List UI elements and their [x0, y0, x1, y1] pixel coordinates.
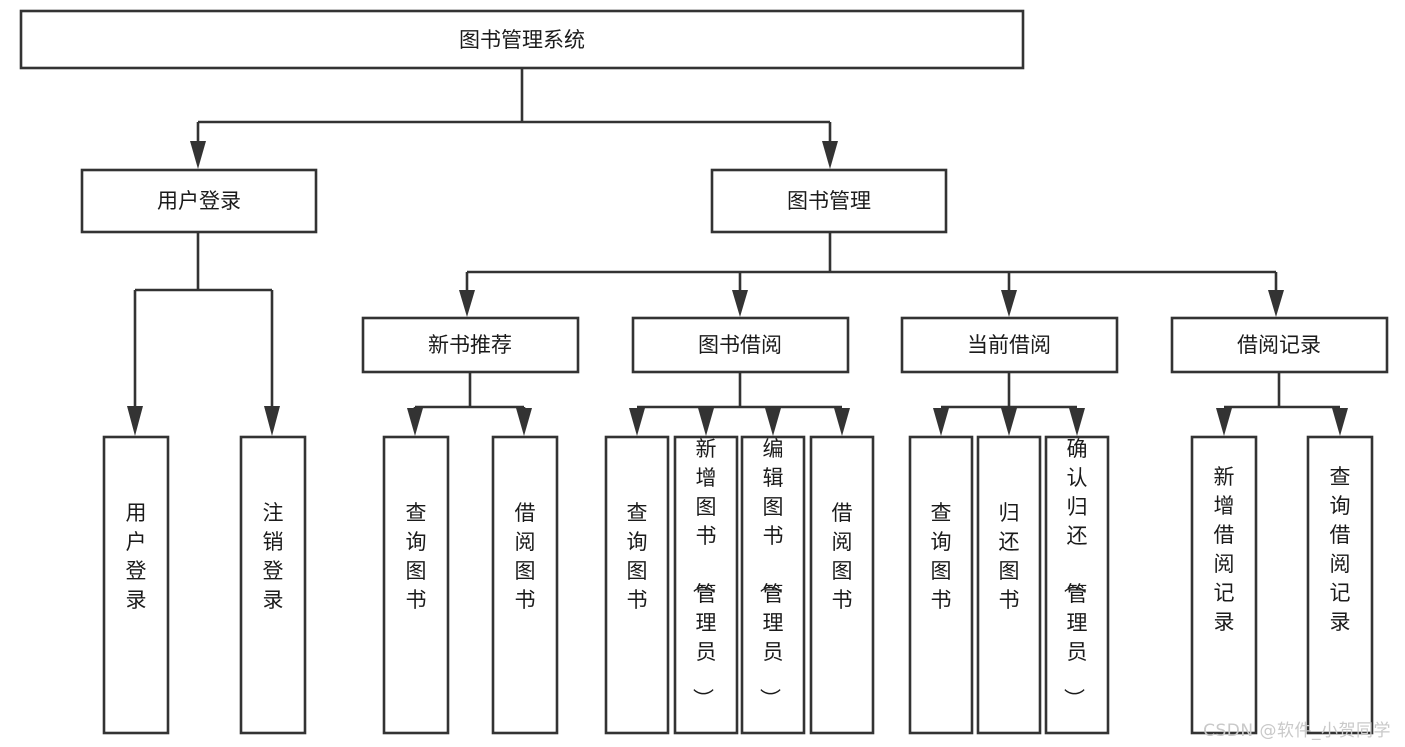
node-new-book-rec-box[interactable]	[361, 316, 580, 374]
arrow-head-leaf-8	[834, 408, 850, 436]
node-leaf-8-box[interactable]	[809, 435, 875, 735]
node-leaf-2[interactable]: 注销登录	[239, 435, 307, 735]
arrow-head-leaf-12	[1216, 408, 1232, 436]
node-leaf-5[interactable]: 查询图书	[604, 435, 670, 735]
node-leaf-9-label: 查询图书	[931, 501, 952, 612]
connector-layer	[127, 68, 1348, 436]
node-leaf-3[interactable]: 查询图书	[382, 435, 450, 735]
arrow-head-new-book-rec	[459, 290, 475, 317]
node-book-borrow-box[interactable]	[631, 316, 850, 374]
arrow-head-leaf-11	[1069, 408, 1085, 436]
node-leaf-12[interactable]: 新增借阅记录	[1190, 435, 1258, 735]
arrow-head-book-manage	[822, 141, 838, 169]
node-leaf-9-box[interactable]	[908, 435, 974, 735]
node-current-borrow-box[interactable]	[900, 316, 1119, 374]
arrow-head-user-login	[190, 141, 206, 169]
node-leaf-9[interactable]: 查询图书	[908, 435, 974, 735]
arrow-head-leaf-2	[264, 406, 280, 436]
node-leaf-6-label: 新增图书（管理员）	[691, 437, 717, 709]
node-new-book-rec[interactable]: 新书推荐	[361, 316, 580, 374]
node-leaf-13-label: 查询借阅记录	[1330, 465, 1351, 634]
node-leaf-13-box[interactable]	[1306, 435, 1374, 735]
node-user-login-label: 用户登录	[157, 189, 241, 213]
node-leaf-8[interactable]: 借阅图书	[809, 435, 875, 735]
node-book-borrow[interactable]: 图书借阅	[631, 316, 850, 374]
node-leaf-2-box[interactable]	[239, 435, 307, 735]
arrow-head-borrow-record	[1268, 290, 1284, 317]
node-leaf-5-box[interactable]	[604, 435, 670, 735]
node-root-box[interactable]	[19, 9, 1025, 70]
node-current-borrow[interactable]: 当前借阅	[900, 316, 1119, 374]
node-leaf-10-label: 归还图书	[999, 501, 1020, 612]
node-book-manage[interactable]: 图书管理	[710, 168, 948, 234]
node-leaf-4-label: 借阅图书	[515, 501, 536, 612]
node-leaf-1-label: 用户登录	[126, 501, 147, 612]
arrow-head-book-borrow	[732, 290, 748, 317]
node-leaf-10[interactable]: 归还图书	[976, 435, 1042, 735]
arrow-head-leaf-1	[127, 406, 143, 436]
node-book-borrow-label: 图书借阅	[698, 333, 782, 357]
node-new-book-rec-label: 新书推荐	[428, 333, 512, 357]
node-leaf-4-box[interactable]	[491, 435, 559, 735]
arrow-head-leaf-10	[1001, 408, 1017, 436]
node-root[interactable]: 图书管理系统	[19, 9, 1025, 70]
node-leaf-5-label: 查询图书	[627, 501, 648, 612]
arrow-head-current-borrow	[1001, 290, 1017, 317]
node-user-login[interactable]: 用户登录	[80, 168, 318, 234]
node-leaf-7-label: 编辑图书（管理员）	[758, 437, 784, 709]
arrow-head-leaf-4	[516, 408, 532, 436]
arrow-head-leaf-9	[933, 408, 949, 436]
node-borrow-record-box[interactable]	[1170, 316, 1389, 374]
node-leaf-2-label: 注销登录	[263, 501, 284, 612]
arrow-head-leaf-3	[407, 408, 423, 436]
node-leaf-11-label: 确认归还（管理员）	[1062, 437, 1088, 709]
node-borrow-record[interactable]: 借阅记录	[1170, 316, 1389, 374]
node-current-borrow-label: 当前借阅	[967, 333, 1051, 357]
node-root-label: 图书管理系统	[459, 28, 585, 52]
node-leaf-10-box[interactable]	[976, 435, 1042, 735]
node-leaf-7-box[interactable]	[740, 435, 806, 735]
node-leaf-8-label: 借阅图书	[832, 501, 853, 612]
node-leaf-12-box[interactable]	[1190, 435, 1258, 735]
node-leaf-13[interactable]: 查询借阅记录	[1306, 435, 1374, 735]
node-user-login-box[interactable]	[80, 168, 318, 234]
arrow-head-leaf-7	[765, 408, 781, 436]
node-leaf-6[interactable]: 新增图书（管理员）	[673, 435, 739, 735]
node-borrow-record-label: 借阅记录	[1237, 333, 1321, 357]
node-leaf-1-box[interactable]	[102, 435, 170, 735]
node-book-manage-label: 图书管理	[787, 189, 871, 213]
node-leaf-3-label: 查询图书	[406, 501, 427, 612]
node-leaf-1[interactable]: 用户登录	[102, 435, 170, 735]
node-book-manage-box[interactable]	[710, 168, 948, 234]
node-leaf-11[interactable]: 确认归还（管理员）	[1044, 435, 1110, 735]
node-leaf-4[interactable]: 借阅图书	[491, 435, 559, 735]
csdn-watermark: CSDN @软件_小贺同学	[1203, 721, 1391, 741]
node-leaf-7[interactable]: 编辑图书（管理员）	[740, 435, 806, 735]
node-leaf-6-box[interactable]	[673, 435, 739, 735]
arrow-head-leaf-6	[698, 408, 714, 436]
arrow-head-leaf-13	[1332, 408, 1348, 436]
arrow-head-leaf-5	[629, 408, 645, 436]
node-leaf-11-box[interactable]	[1044, 435, 1110, 735]
node-leaf-12-label: 新增借阅记录	[1214, 465, 1235, 634]
node-leaf-3-box[interactable]	[382, 435, 450, 735]
